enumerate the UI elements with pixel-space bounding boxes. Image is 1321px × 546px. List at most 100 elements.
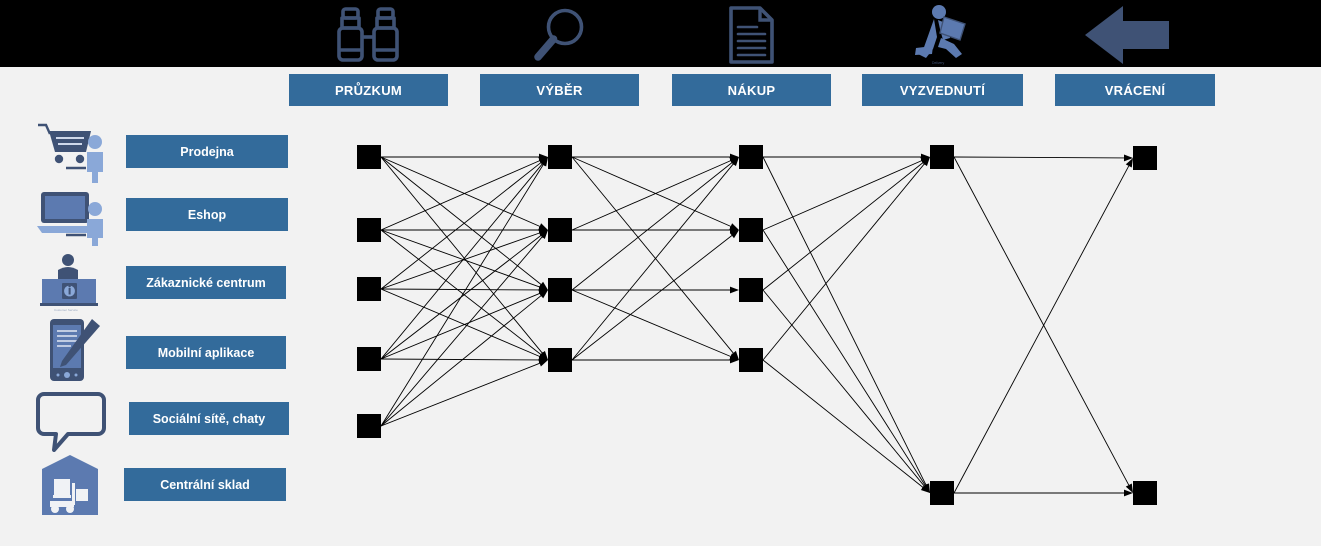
phase-bar-pruzkum[interactable]: PRŮZKUM bbox=[289, 74, 448, 106]
graph-edge-arrowhead bbox=[538, 290, 548, 299]
channel-row-prodejna: Prodejna bbox=[0, 120, 300, 184]
graph-node-nakup-2[interactable] bbox=[739, 218, 763, 242]
graph-node-pruzkum-4[interactable] bbox=[357, 347, 381, 371]
svg-text:Delivery: Delivery bbox=[932, 61, 945, 65]
phase-label-vyber: VÝBĚR bbox=[536, 82, 583, 98]
graph-node-pruzkum-5[interactable] bbox=[357, 414, 381, 438]
channel-label-socialni-site: Sociální sítě, chaty bbox=[152, 411, 266, 426]
graph-edge bbox=[953, 156, 1125, 159]
graph-edge bbox=[380, 236, 543, 427]
graph-edge bbox=[380, 232, 540, 290]
channel-label-zakaznicke-centrum: Zákaznické centrum bbox=[146, 275, 266, 290]
graph-edge bbox=[571, 163, 734, 361]
magnifier-icon bbox=[514, 4, 604, 66]
graph-edge-arrowhead bbox=[539, 226, 548, 234]
channel-row-socialni-site: Sociální sítě, chaty bbox=[0, 388, 300, 452]
graph-edge-arrowhead bbox=[729, 157, 739, 164]
graph-node-pruzkum-1[interactable] bbox=[357, 145, 381, 169]
graph-node-pruzkum-3[interactable] bbox=[357, 277, 381, 301]
channel-row-mobilni-aplikace: Mobilní aplikace bbox=[0, 319, 300, 383]
nodes-layer bbox=[357, 145, 1157, 505]
graph-edge bbox=[953, 165, 1130, 494]
graph-edge bbox=[953, 156, 1130, 486]
graph-node-vyzvednuti-2[interactable] bbox=[930, 481, 954, 505]
graph-edge-arrowhead bbox=[538, 229, 548, 237]
graph-edge bbox=[380, 229, 542, 355]
graph-edge bbox=[380, 156, 543, 354]
graph-edge-arrowhead bbox=[538, 281, 548, 290]
graph-node-vyber-1[interactable] bbox=[548, 145, 572, 169]
graph-edge bbox=[380, 293, 540, 360]
phase-bar-vyber[interactable]: VÝBĚR bbox=[480, 74, 639, 106]
graph-node-vraceni-1[interactable] bbox=[1133, 146, 1157, 170]
graph-edge-arrowhead bbox=[921, 157, 930, 167]
graph-node-nakup-1[interactable] bbox=[739, 145, 763, 169]
document-icon bbox=[706, 4, 796, 66]
graph-edge-arrowhead bbox=[729, 157, 739, 166]
channel-bar-centralni-sklad[interactable]: Centrální sklad bbox=[124, 468, 286, 501]
channel-label-centralni-sklad: Centrální sklad bbox=[160, 477, 250, 492]
graph-edge-arrowhead bbox=[538, 290, 548, 297]
channel-bar-zakaznicke-centrum[interactable]: Zákaznické centrum bbox=[126, 266, 286, 299]
graph-edge bbox=[762, 289, 925, 487]
phase-bar-vraceni[interactable]: VRÁCENÍ bbox=[1055, 74, 1215, 106]
binoculars-icon bbox=[323, 4, 413, 66]
graph-edge bbox=[380, 164, 544, 427]
graph-edge bbox=[380, 358, 540, 361]
graph-node-vyzvednuti-1[interactable] bbox=[930, 145, 954, 169]
graph-edge-arrowhead bbox=[920, 484, 930, 493]
graph-edge bbox=[380, 235, 542, 360]
graph-edge-arrowhead bbox=[539, 157, 548, 167]
graph-edge-arrowhead bbox=[538, 356, 548, 364]
graph-edge-arrowhead bbox=[538, 353, 548, 360]
chat-bubble-icon bbox=[34, 388, 110, 452]
graph-node-vyber-4[interactable] bbox=[548, 348, 572, 372]
graph-edge bbox=[762, 229, 926, 486]
graph-node-pruzkum-2[interactable] bbox=[357, 218, 381, 242]
graph-node-nakup-3[interactable] bbox=[739, 278, 763, 302]
phase-label-vyzvednuti: VYZVEDNUTÍ bbox=[899, 82, 986, 98]
graph-node-vraceni-2[interactable] bbox=[1133, 481, 1157, 505]
graph-edge bbox=[380, 288, 540, 291]
graph-edge-arrowhead bbox=[538, 157, 548, 164]
graph-edge bbox=[571, 289, 731, 357]
graph-edge-arrowhead bbox=[538, 223, 548, 230]
graph-edge-arrowhead bbox=[539, 153, 548, 161]
graph-edge-arrowhead bbox=[1125, 483, 1133, 493]
graph-edge-arrowhead bbox=[921, 483, 930, 493]
graph-edge-arrowhead bbox=[730, 286, 739, 294]
phase-bar-vyzvednuti[interactable]: VYZVEDNUTÍ bbox=[862, 74, 1023, 106]
channel-label-eshop: Eshop bbox=[187, 207, 227, 222]
graph-edge bbox=[762, 359, 924, 488]
channel-label-mobilni-aplikace: Mobilní aplikace bbox=[157, 345, 255, 360]
channel-bar-socialni-site[interactable]: Sociální sítě, chaty bbox=[129, 402, 289, 435]
graph-edge-arrowhead bbox=[920, 157, 930, 164]
tablet-stylus-icon bbox=[34, 319, 110, 383]
graph-edge bbox=[571, 156, 734, 354]
left-arrow-icon bbox=[1083, 4, 1173, 66]
graph-edge-arrowhead bbox=[538, 283, 548, 291]
graph-edge-arrowhead bbox=[922, 483, 930, 493]
channel-bar-eshop[interactable]: Eshop bbox=[126, 198, 288, 231]
channel-bar-prodejna[interactable]: Prodejna bbox=[126, 135, 288, 168]
graph-edge-arrowhead bbox=[538, 286, 548, 294]
channel-bar-mobilni-aplikace[interactable]: Mobilní aplikace bbox=[126, 336, 286, 369]
channel-row-eshop: Eshop bbox=[0, 183, 300, 247]
graph-edge-arrowhead bbox=[540, 157, 548, 167]
graph-edge-arrowhead bbox=[729, 230, 739, 239]
graph-edge bbox=[380, 162, 542, 290]
graph-edge bbox=[571, 160, 731, 231]
graph-node-vyber-3[interactable] bbox=[548, 278, 572, 302]
graph-edge-arrowhead bbox=[730, 157, 739, 167]
graph-node-nakup-4[interactable] bbox=[739, 348, 763, 372]
graph-edge bbox=[762, 156, 927, 486]
graph-edge-arrowhead bbox=[921, 153, 930, 161]
svg-text:Customer Service: Customer Service bbox=[54, 308, 78, 312]
phase-bar-nakup[interactable]: NÁKUP bbox=[672, 74, 831, 106]
graph-node-vyber-2[interactable] bbox=[548, 218, 572, 242]
channel-row-zakaznicke-centrum: Customer Service Zákaznické centrum bbox=[0, 251, 300, 315]
channel-row-centralni-sklad: Centrální sklad bbox=[0, 453, 300, 517]
info-desk-icon: Customer Service bbox=[34, 251, 110, 315]
graph-edge-arrowhead bbox=[538, 351, 548, 360]
